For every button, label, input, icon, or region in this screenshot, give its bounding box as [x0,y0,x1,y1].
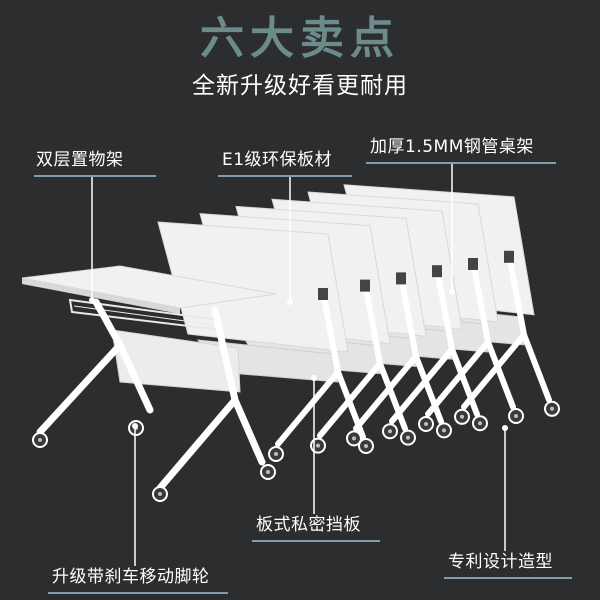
caster-hub [38,438,42,442]
hinge [504,250,514,263]
callout-casters-label: 升级带刹车移动脚轮 [52,567,210,587]
hinge [396,272,406,285]
poster-subtitle: 全新升级好看更耐用 [192,73,408,99]
callout-shelf-label: 双层置物架 [36,150,124,170]
front-privacy-panel [111,329,241,393]
leader-shelf-dot [89,297,95,303]
caster-hub [364,444,368,448]
poster-title: 六大卖点 [200,13,400,64]
callout-tube-label: 加厚1.5MM钢管桌架 [370,137,534,157]
callout-board-underline [218,175,352,177]
front-table-edge [22,278,180,314]
caster-hub [388,429,392,434]
leg-rear [449,346,480,418]
hinge [318,288,328,300]
caster-hub [514,414,518,418]
callout-shelf-underline [34,175,156,177]
caster-hub [424,422,428,426]
leader-patent-dot [502,425,508,431]
callout-patent-underline [444,577,572,579]
folded-tables-group [157,184,560,462]
front-leg-right [156,306,239,492]
caster-hub [406,435,410,440]
callout-casters-underline [48,592,228,594]
callout-patent-label: 专利设计造型 [448,552,553,572]
callout-tube-underline [366,162,556,164]
callout-board-label: E1级环保板材 [222,150,333,170]
leg-rear [485,339,516,410]
leader-board-dot [287,299,293,305]
leader-tube-dot [449,289,455,295]
front-leg-right-rear [231,396,266,466]
leg-rear [413,353,444,425]
caster-hub [316,443,320,448]
caster-hub [442,428,446,433]
callout-leader-lines [89,162,508,566]
caster-hub [550,406,554,411]
callout-panel-label: 板式私密挡板 [256,515,361,535]
hinge [360,279,370,292]
front-open-table [21,265,277,502]
caster-hub [158,492,162,496]
caster-hub [478,421,482,426]
leg-rear [377,360,408,432]
hinge [468,258,478,270]
hinge [432,265,442,278]
leader-panel-dot [311,375,317,381]
caster-hub [352,436,356,441]
leg-rear [335,369,366,440]
leg-rear [521,331,552,403]
front-leg-left [36,298,125,436]
caster-hub [460,414,464,419]
caster-hub [266,470,270,474]
leader-casters-dot [132,423,138,429]
front-leg-left-rear [116,341,154,414]
caster-hub [274,452,278,456]
callout-panel-underline [252,540,380,542]
